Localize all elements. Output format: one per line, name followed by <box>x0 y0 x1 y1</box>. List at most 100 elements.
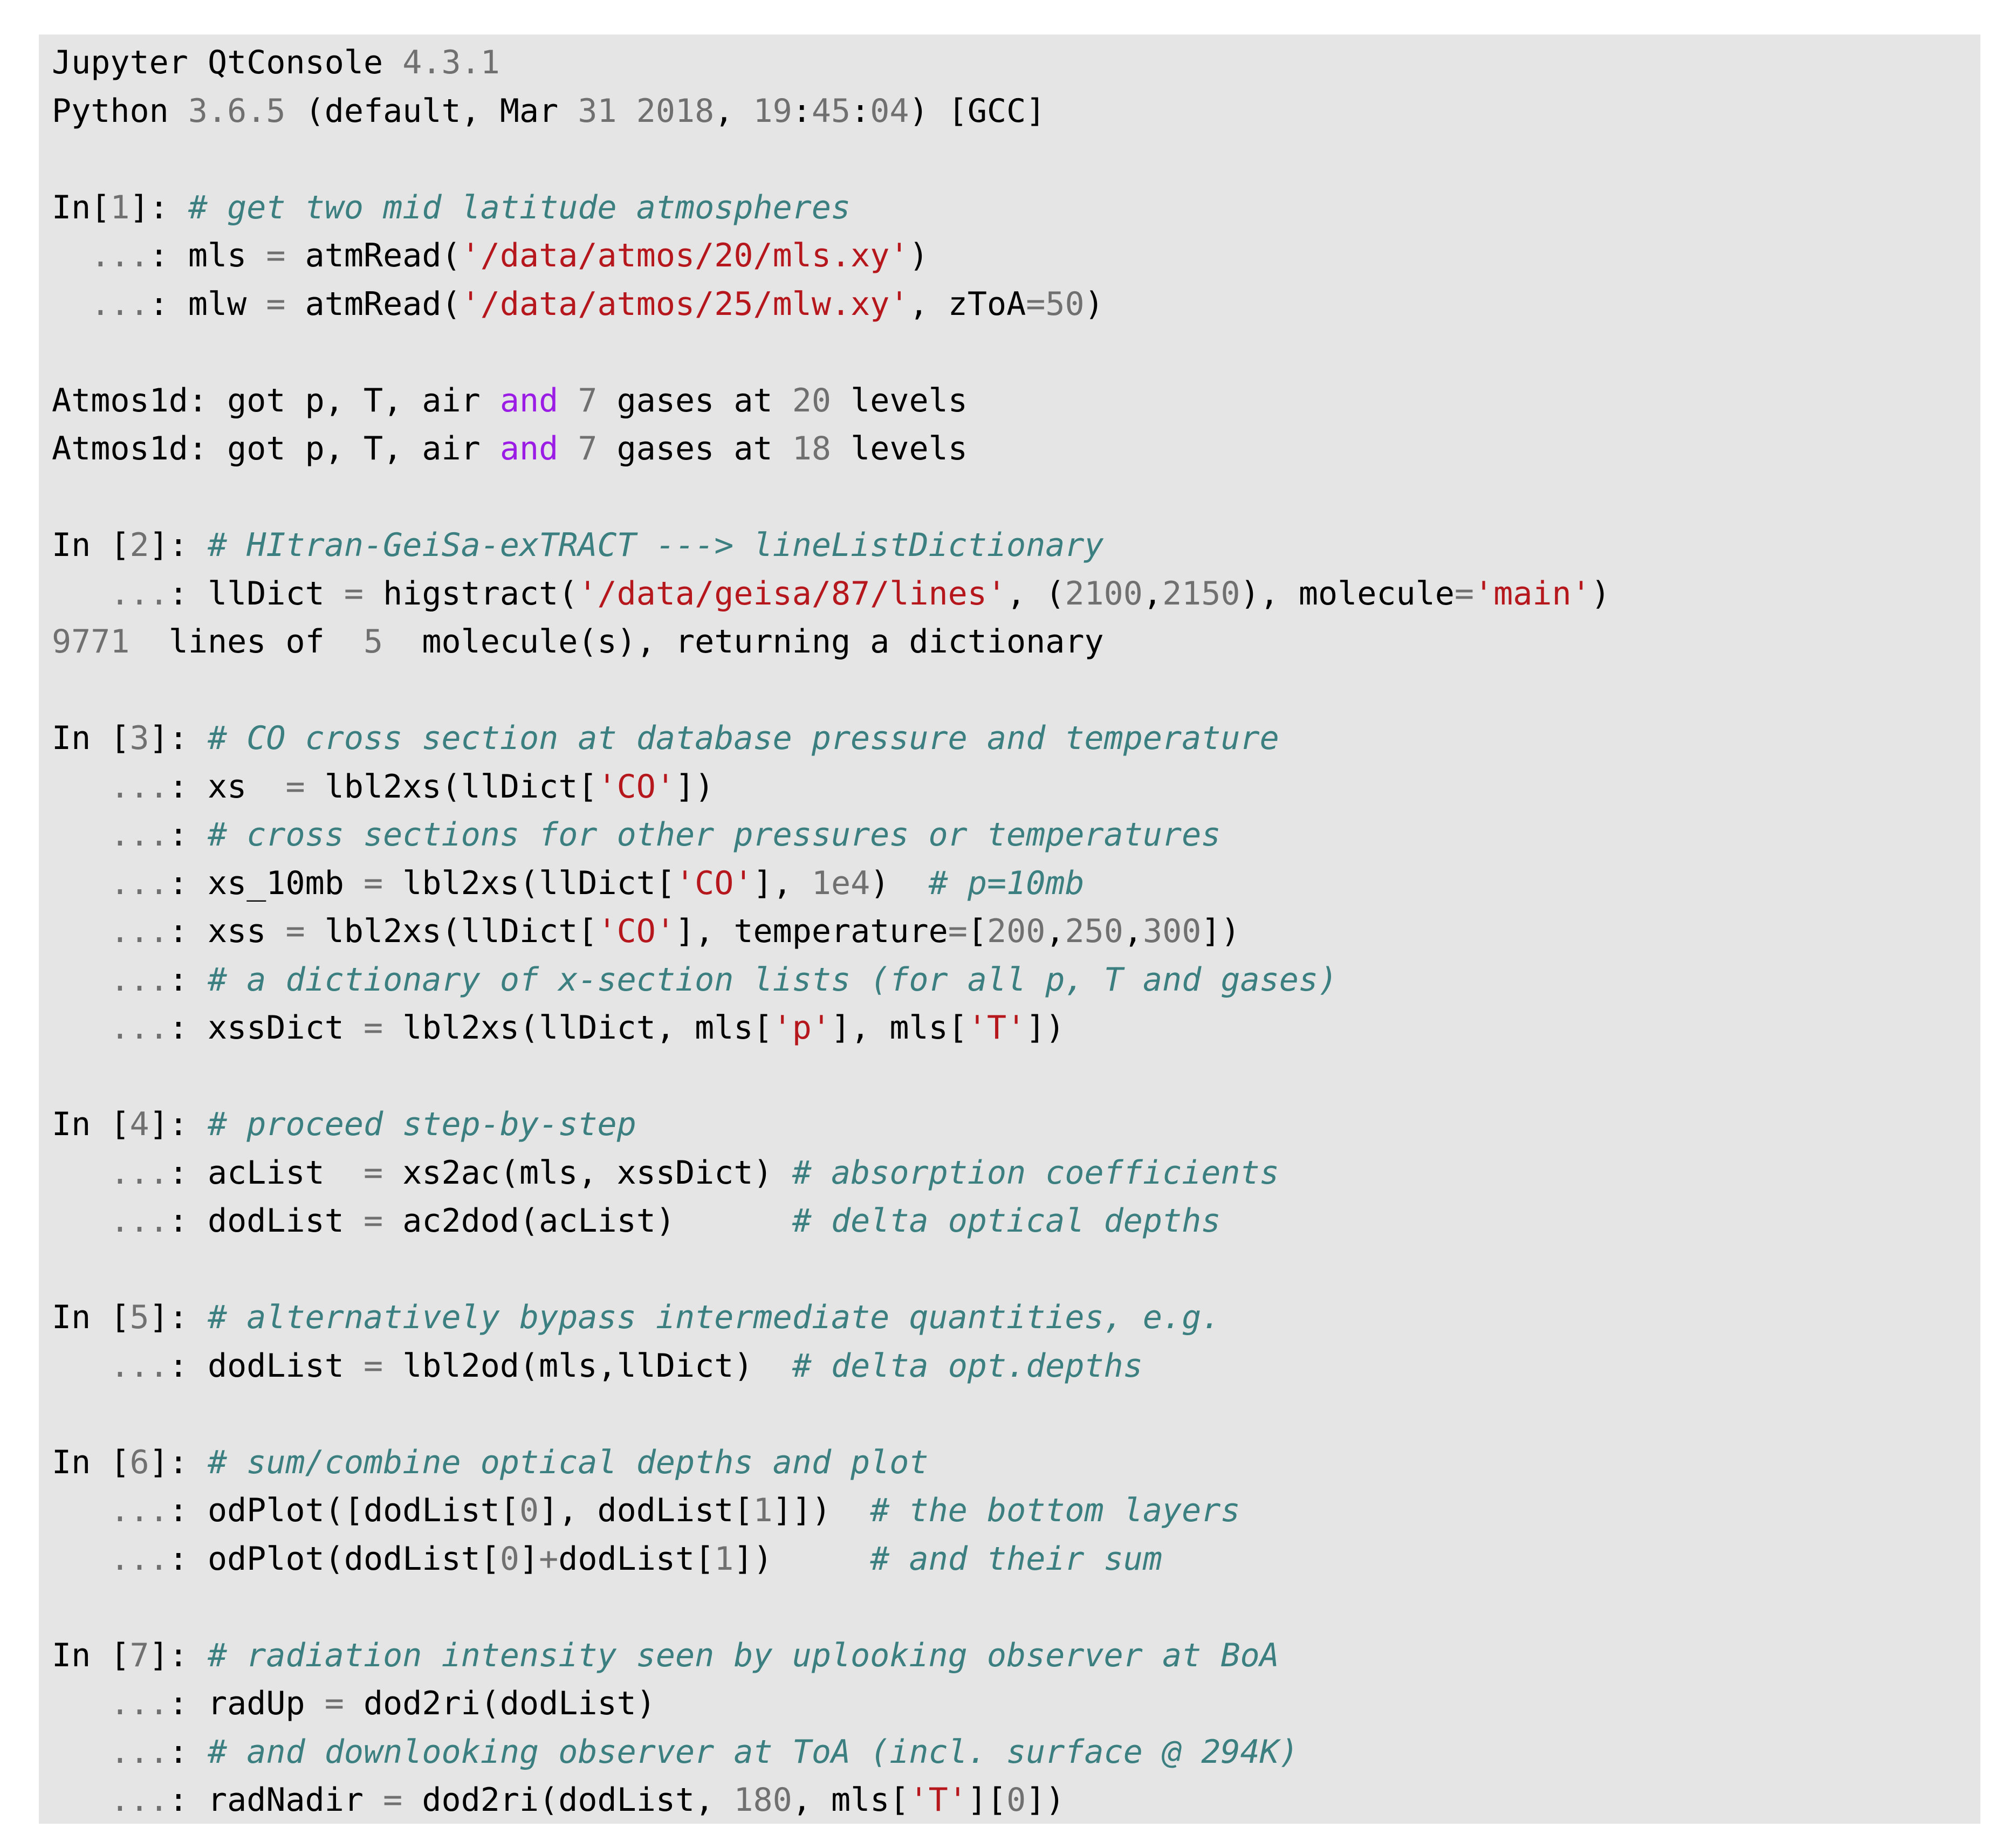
code-token: ]: <box>149 1299 208 1336</box>
code-token: ]: <box>149 526 208 564</box>
console-line-input: In [7]: # radiation intensity seen by up… <box>52 1632 1980 1680</box>
code-token: levels <box>831 381 968 420</box>
code-token: ]: <box>149 1443 208 1481</box>
code-token: : xss <box>168 912 286 950</box>
code-token: 'main' <box>1474 574 1591 613</box>
code-token: 2100 <box>1065 574 1143 613</box>
code-token: 'T' <box>967 1009 1026 1047</box>
code-token: ] <box>519 1540 539 1578</box>
blank-line <box>52 667 1980 715</box>
console-line-input: ...: radNadir = dod2ri(dodList, 180, mls… <box>52 1776 1980 1825</box>
code-token: ]) <box>1026 1781 1065 1819</box>
code-token: 2150 <box>1162 574 1240 613</box>
code-token: ... <box>52 960 169 999</box>
code-token: 300 <box>1142 912 1202 950</box>
code-token: ) [GCC] <box>909 92 1046 130</box>
console-line-input: ...: # a dictionary of x-section lists (… <box>52 956 1980 1005</box>
code-token: 31 <box>578 92 617 130</box>
code-token: 0 <box>1006 1781 1026 1819</box>
code-token: ) <box>909 237 929 274</box>
blank-line <box>52 328 1980 377</box>
code-token: , <box>1123 912 1143 950</box>
code-token: # radiation intensity seen by uplooking … <box>208 1636 1279 1674</box>
code-token: : xssDict <box>168 1009 364 1047</box>
code-token: # sum/combine optical depths and plot <box>208 1443 929 1481</box>
code-token: : odPlot(dodList[ <box>168 1540 500 1578</box>
code-token: ]: <box>149 1636 208 1674</box>
code-token: ]) <box>1026 1009 1065 1047</box>
code-token: = <box>266 285 286 323</box>
code-token: lbl2od(mls,llDict) <box>383 1347 792 1385</box>
code-token <box>558 382 578 420</box>
code-token: = <box>285 767 305 806</box>
code-token: '/data/geisa/87/lines' <box>578 574 1007 613</box>
code-token: 18 <box>792 430 831 468</box>
code-token: 1 <box>753 1492 773 1529</box>
code-token: = <box>363 1347 383 1385</box>
code-token: + <box>539 1540 559 1578</box>
code-token: 9771 <box>52 623 130 661</box>
code-token: # CO cross section at database pressure … <box>208 719 1279 757</box>
code-token: xs2ac(mls, xssDict) <box>383 1153 792 1192</box>
code-token: 180 <box>733 1781 792 1819</box>
console-line-input: ...: acList = xs2ac(mls, xssDict) # abso… <box>52 1149 1980 1198</box>
code-token: 04 <box>870 92 909 130</box>
code-token: 200 <box>986 912 1046 950</box>
console-line-input: In [6]: # sum/combine optical depths and… <box>52 1439 1980 1487</box>
code-token <box>558 430 578 468</box>
code-token: = <box>344 574 364 613</box>
code-token: 7 <box>578 430 598 468</box>
code-token: ... <box>52 1781 169 1819</box>
code-token: 1 <box>714 1540 734 1578</box>
code-token: ) <box>870 864 929 902</box>
code-token: = <box>363 1009 383 1047</box>
code-token: Atmos1d: got p, T, air <box>52 430 500 468</box>
code-token: In [ <box>52 1299 130 1336</box>
console-line-input: ...: llDict = higstract('/data/geisa/87/… <box>52 570 1980 619</box>
blank-line <box>52 1390 1980 1439</box>
code-token: ac2dod(acList) <box>383 1202 792 1240</box>
code-token: atmRead( <box>285 285 461 323</box>
code-token: gases at <box>597 381 792 420</box>
code-token: = <box>363 1153 383 1192</box>
console-line-input: ...: # cross sections for other pressure… <box>52 811 1980 860</box>
code-token: , mls[ <box>792 1781 909 1819</box>
code-token: ... <box>52 1685 169 1722</box>
code-token: ... <box>52 1202 169 1240</box>
code-token: In [ <box>52 1636 130 1674</box>
code-token: and <box>499 381 559 420</box>
code-token: lines of <box>129 623 364 661</box>
code-token: # proceed step-by-step <box>208 1105 636 1143</box>
code-token: = <box>383 1781 403 1819</box>
code-token: : mls <box>149 237 266 274</box>
code-token: In [ <box>52 1105 130 1143</box>
console-line-output: Atmos1d: got p, T, air and 7 gases at 20… <box>52 377 1980 425</box>
code-token: atmRead( <box>285 237 461 274</box>
console-line-input: ...: dodList = ac2dod(acList) # delta op… <box>52 1197 1980 1246</box>
code-token: ... <box>52 1009 169 1047</box>
code-token: ... <box>52 767 169 806</box>
code-token: : dodList <box>168 1202 364 1240</box>
code-token: 7 <box>129 1636 149 1674</box>
code-token: 19 <box>753 92 792 130</box>
console-line-input: In [5]: # alternatively bypass intermedi… <box>52 1294 1980 1342</box>
code-token: 3.6.5 <box>188 92 286 130</box>
code-token: : <box>168 816 208 854</box>
code-token: 3 <box>129 719 149 757</box>
code-token: = <box>1026 285 1046 323</box>
console-line-input: ...: radUp = dod2ri(dodList) <box>52 1680 1980 1728</box>
code-token: ), molecule <box>1240 574 1455 613</box>
code-token: 1e4 <box>811 864 870 902</box>
code-token: dod2ri(dodList, <box>402 1781 734 1819</box>
code-token: , ( <box>1006 574 1065 613</box>
code-token: lbl2xs(llDict[ <box>305 912 598 950</box>
code-token: ) <box>1084 285 1104 323</box>
code-token: ... <box>52 912 169 950</box>
code-token: : radUp <box>168 1685 325 1722</box>
code-token: 'CO' <box>675 864 753 902</box>
code-token: ... <box>52 816 169 854</box>
code-token: : dodList <box>168 1347 364 1385</box>
code-token: : <box>851 92 870 130</box>
code-token: ], temperature <box>675 912 948 950</box>
